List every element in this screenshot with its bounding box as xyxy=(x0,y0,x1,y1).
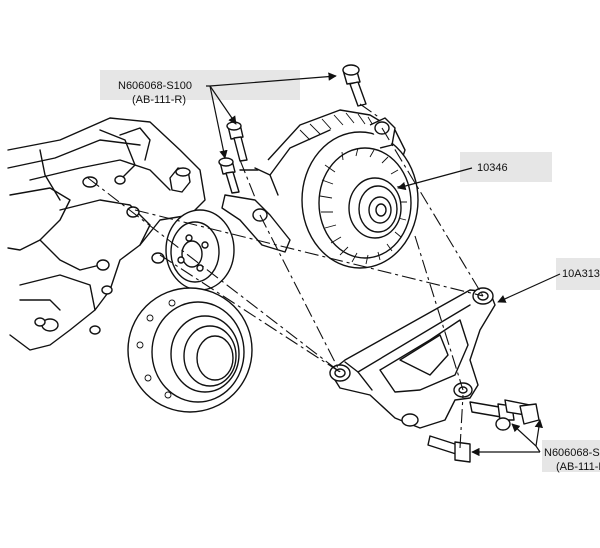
callout-bottom-bolt-box xyxy=(542,440,600,472)
idler-pulley xyxy=(165,209,235,291)
alternator xyxy=(221,109,419,269)
callout-bracket-box xyxy=(556,258,600,290)
alternator-vents xyxy=(319,147,407,265)
callout-alternator-label: 10346 xyxy=(477,162,508,174)
callout-alternator-box xyxy=(460,152,552,182)
alternator-bracket xyxy=(329,287,496,429)
alignment-lines xyxy=(87,103,484,449)
callout-top-bolt-line2: (AB-111-R) xyxy=(132,94,186,106)
callout-bracket-label: 10A313 xyxy=(562,268,600,280)
crankshaft-pulley xyxy=(127,287,253,413)
callout-top-bolt-line1: N606068-S100 xyxy=(118,80,192,92)
alternator-fins xyxy=(299,112,383,141)
callout-bottom-bolt: N606068-S100 (AB-111-R) xyxy=(471,419,600,473)
callout-bottom-bolt-line2: (AB-111-R) xyxy=(556,461,600,473)
alternator-bolts xyxy=(218,64,367,194)
bracket-bolts xyxy=(427,399,540,463)
callout-top-bolt: N606068-S100 (AB-111-R) xyxy=(100,70,337,159)
callout-bottom-bolt-line1: N606068-S100 xyxy=(544,447,600,459)
callout-top-bolt-box xyxy=(100,70,300,100)
callout-bracket: 10A313 xyxy=(497,258,600,303)
callout-alternator: 10346 xyxy=(397,152,552,191)
